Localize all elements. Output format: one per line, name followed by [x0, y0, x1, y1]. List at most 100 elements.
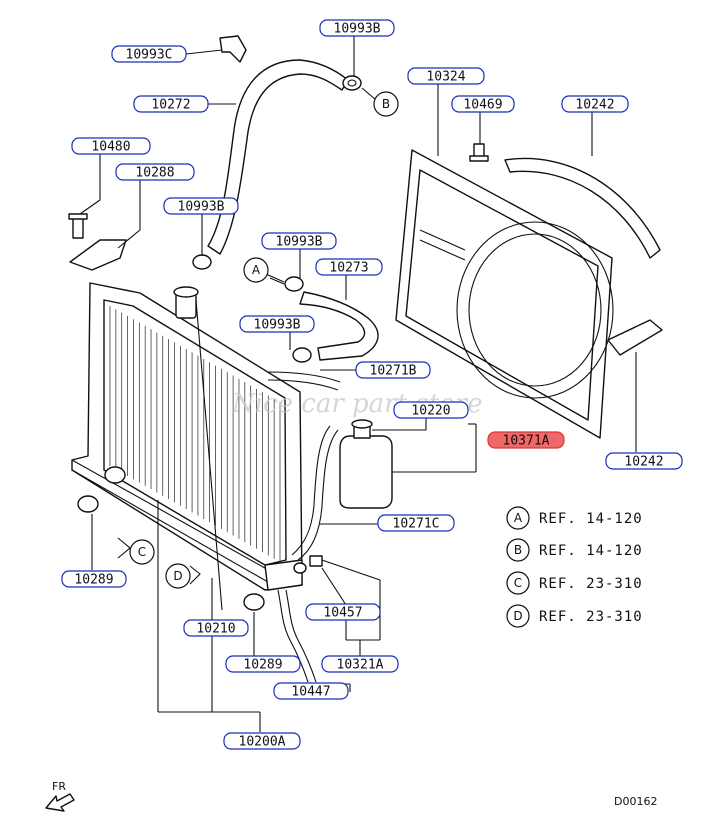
part-label-10273[interactable]: 10273	[315, 258, 383, 276]
part-label-box	[163, 197, 239, 215]
part-label-box	[605, 452, 683, 470]
part-label-10289[interactable]: 10289	[61, 570, 127, 588]
radiator[interactable]	[71, 282, 303, 591]
part-label-text: 10324	[426, 70, 465, 85]
part-label-box	[321, 655, 399, 673]
bracket-bolt[interactable]	[68, 213, 88, 239]
radiator-cap[interactable]	[173, 286, 199, 319]
radiator-mount-cushion-left[interactable]	[77, 495, 99, 513]
part-label-10242[interactable]: 10242	[605, 452, 683, 470]
part-label-box	[61, 570, 127, 588]
hose-clip[interactable]	[219, 35, 247, 63]
svg-text:REF. 23-310: REF. 23-310	[539, 576, 643, 592]
overflow-hose-upper[interactable]	[267, 371, 341, 391]
overflow-hose-lower[interactable]	[291, 425, 339, 561]
part-label-10993b[interactable]: 10993B	[319, 19, 395, 37]
part-label-10272[interactable]: 10272	[133, 95, 209, 113]
part-label-text: 10210	[196, 622, 235, 637]
part-label-10271c[interactable]: 10271C	[377, 514, 455, 532]
part-label-10271b[interactable]: 10271B	[355, 361, 431, 379]
hose-clamp-upper-hose-end[interactable]	[192, 254, 212, 270]
part-label-box	[133, 95, 209, 113]
part-label-text: 10271C	[393, 517, 440, 532]
part-label-box	[305, 603, 381, 621]
small-hose[interactable]	[277, 589, 317, 683]
fitting[interactable]	[293, 555, 323, 574]
callout-b-drawing: B	[361, 87, 399, 117]
part-label-text: 10220	[411, 404, 450, 419]
shroud-bolt[interactable]	[469, 143, 489, 162]
svg-text:FR: FR	[52, 780, 66, 793]
hose-clamp-lower-hose-a[interactable]	[284, 276, 304, 292]
part-label-text: 10993C	[126, 48, 173, 63]
reference-c: C REF. 23-310	[506, 571, 643, 595]
part-label-box	[261, 232, 337, 250]
part-label-text: 10993B	[178, 200, 225, 215]
part-label-text: 10271B	[370, 364, 417, 379]
svg-text:REF. 23-310: REF. 23-310	[539, 609, 643, 625]
part-label-10993b[interactable]: 10993B	[239, 315, 315, 333]
diagram-code: D00162	[614, 795, 657, 808]
part-label-10480[interactable]: 10480	[71, 137, 151, 155]
part-label-box	[115, 163, 195, 181]
fan-shroud-upper-cover[interactable]	[504, 157, 661, 259]
svg-text:D: D	[173, 569, 182, 583]
part-label-10993b[interactable]: 10993B	[261, 232, 337, 250]
reserve-tank[interactable]	[339, 419, 393, 509]
part-label-text: 10480	[91, 140, 130, 155]
part-label-10220[interactable]: 10220	[393, 401, 469, 419]
hose-clamp-lower-hose-b[interactable]	[292, 347, 312, 363]
part-label-text: 10272	[151, 98, 190, 113]
reference-b: B REF. 14-120	[506, 538, 643, 562]
part-label-box	[239, 315, 315, 333]
part-label-text: 10457	[323, 606, 362, 621]
part-label-box	[183, 619, 249, 637]
part-label-text: 10289	[243, 658, 282, 673]
part-label-text: 10273	[329, 261, 368, 276]
part-label-10324[interactable]: 10324	[407, 67, 485, 85]
fan-shroud[interactable]	[395, 149, 614, 439]
part-label-10993c[interactable]: 10993C	[111, 45, 187, 63]
part-label-10242[interactable]: 10242	[561, 95, 629, 113]
svg-text:C: C	[514, 576, 522, 590]
part-label-box	[111, 45, 187, 63]
part-label-box	[71, 137, 151, 155]
part-label-text: 10288	[135, 166, 174, 181]
callout-a-drawing: A	[243, 257, 285, 283]
part-label-text: 10200A	[239, 735, 286, 750]
radiator-mount-cushion-right[interactable]	[243, 593, 265, 611]
part-label-text: 10371A	[503, 434, 550, 449]
svg-text:A: A	[252, 263, 261, 277]
hose-clamp-top[interactable]	[342, 75, 362, 91]
part-label-box	[393, 401, 469, 419]
part-label-10289[interactable]: 10289	[225, 655, 301, 673]
reference-d: D REF. 23-310	[506, 604, 643, 628]
part-label-10993b[interactable]: 10993B	[163, 197, 239, 215]
part-label-box	[355, 361, 431, 379]
part-label-box	[223, 732, 301, 750]
part-label-text: 10242	[624, 455, 663, 470]
fan-shroud-lower-clip[interactable]	[607, 319, 663, 356]
part-label-10321a[interactable]: 10321A	[321, 655, 399, 673]
reference-a: A REF. 14-120	[506, 506, 642, 530]
part-label-10210[interactable]: 10210	[183, 619, 249, 637]
part-label-10447[interactable]: 10447	[273, 682, 349, 700]
part-label-10469[interactable]: 10469	[451, 95, 515, 113]
part-label-10288[interactable]: 10288	[115, 163, 195, 181]
part-label-text: 10447	[291, 685, 330, 700]
part-label-box	[377, 514, 455, 532]
part-label-box	[319, 19, 395, 37]
part-label-10200a[interactable]: 10200A	[223, 732, 301, 750]
svg-text:C: C	[138, 545, 146, 559]
upper-radiator-hose[interactable]	[207, 59, 349, 255]
lower-radiator-hose[interactable]	[299, 291, 379, 361]
svg-text:B: B	[514, 543, 522, 557]
part-label-box	[225, 655, 301, 673]
radiator-upper-bracket[interactable]	[69, 239, 127, 271]
svg-text:REF. 14-120: REF. 14-120	[539, 543, 643, 559]
part-label-10457[interactable]: 10457	[305, 603, 381, 621]
part-label-box	[487, 431, 565, 449]
part-label-10371a[interactable]: 10371A	[487, 431, 565, 449]
part-label-box	[315, 258, 383, 276]
